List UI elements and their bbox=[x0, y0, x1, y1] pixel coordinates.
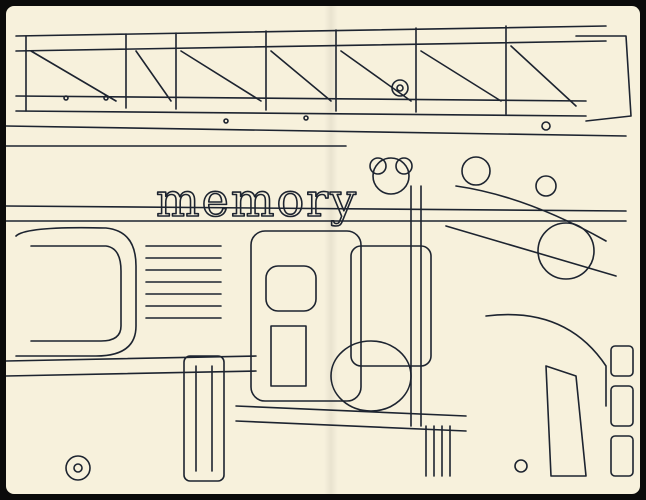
right-machinery bbox=[445, 156, 634, 477]
machine-line-drawing: memory bbox=[6, 25, 634, 482]
sketchbook-spread: memory bbox=[6, 6, 640, 494]
ribs bbox=[145, 245, 222, 319]
central-machine bbox=[235, 157, 467, 477]
truss bbox=[15, 25, 632, 131]
lower-left-parts bbox=[65, 355, 225, 482]
page-fold bbox=[324, 6, 338, 494]
frame-bands bbox=[6, 125, 627, 377]
memory-lettering: memory bbox=[156, 173, 358, 227]
